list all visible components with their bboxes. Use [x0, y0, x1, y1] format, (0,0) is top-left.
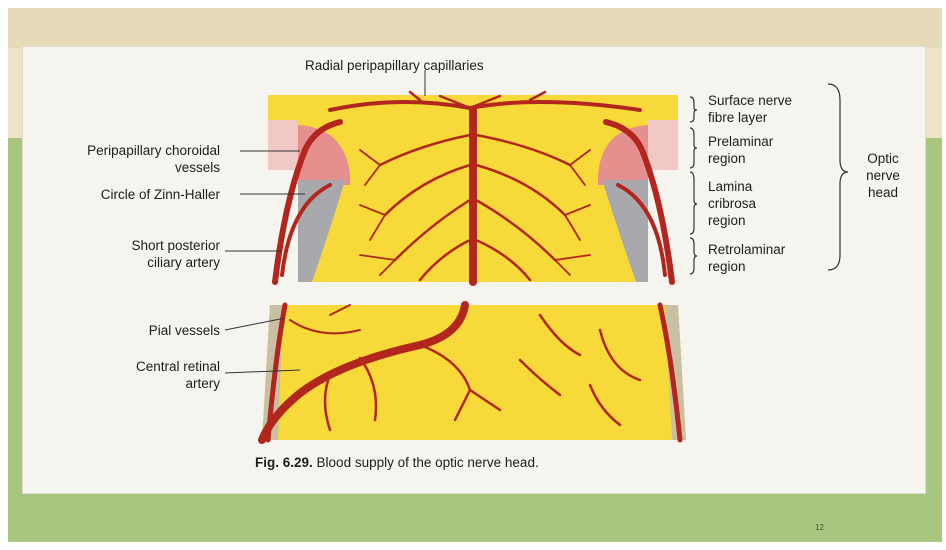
label-surface-nerve-fibre-layer: Surface nerve fibre layer — [708, 92, 792, 126]
figure-number: Fig. 6.29. — [255, 455, 313, 470]
label-optic-nerve-head: Optic nerve head — [858, 150, 908, 201]
slide-page-number: 12 — [815, 523, 824, 532]
label-line: head — [858, 184, 908, 201]
figure-caption-text: Blood supply of the optic nerve head. — [317, 455, 539, 470]
label-short-posterior-ciliary-artery: Short posterior ciliary artery — [38, 237, 220, 271]
label-lamina-cribrosa-region: Lamina cribrosa region — [708, 178, 756, 229]
label-line: nerve — [858, 167, 908, 184]
label-retrolaminar-region: Retrolaminar region — [708, 241, 785, 275]
label-peripapillary-choroidal-vessels: Peripapillary choroidal vessels — [38, 142, 220, 176]
label-line: Prelaminar — [708, 133, 773, 150]
label-line: vessels — [38, 159, 220, 176]
label-prelaminar-region: Prelaminar region — [708, 133, 773, 167]
label-line: Lamina — [708, 178, 756, 195]
figure-caption: Fig. 6.29. Blood supply of the optic ner… — [255, 455, 539, 470]
label-circle-of-zinn-haller: Circle of Zinn-Haller — [38, 186, 220, 203]
label-line: Peripapillary choroidal — [38, 142, 220, 159]
label-line: fibre layer — [708, 109, 792, 126]
label-line: ciliary artery — [38, 254, 220, 271]
label-line: Short posterior — [38, 237, 220, 254]
label-line: region — [708, 258, 785, 275]
label-line: Surface nerve — [708, 92, 792, 109]
nerve-lower-block — [262, 305, 686, 440]
label-line: cribrosa — [708, 195, 756, 212]
label-central-retinal-artery: Central retinal artery — [38, 358, 220, 392]
label-line: Central retinal — [38, 358, 220, 375]
label-radial-peripapillary-capillaries: Radial peripapillary capillaries — [305, 57, 484, 74]
label-pial-vessels: Pial vessels — [38, 322, 220, 339]
label-line: Retrolaminar — [708, 241, 785, 258]
label-line: Optic — [858, 150, 908, 167]
label-line: artery — [38, 375, 220, 392]
label-line: region — [708, 212, 756, 229]
label-line: region — [708, 150, 773, 167]
